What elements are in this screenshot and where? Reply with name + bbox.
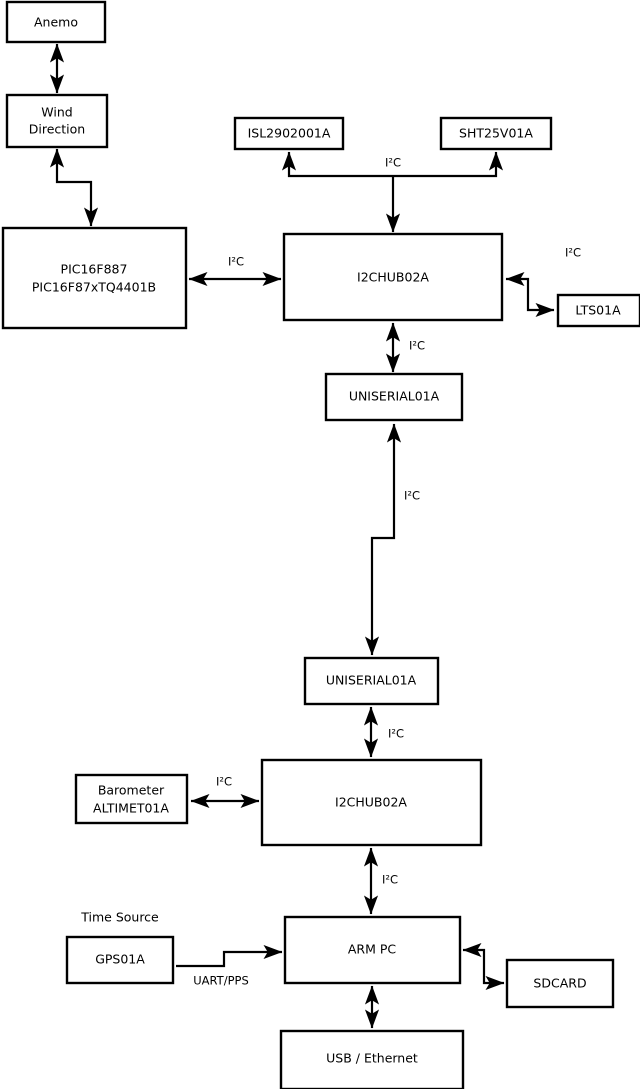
connector-lts-to-hub-top — [505, 271, 530, 293]
node-gps01a[interactable]: GPS01A — [65, 935, 175, 985]
connector-sdcard-to-armpc — [462, 942, 486, 966]
connector-armpc-to-sdcard — [482, 966, 505, 991]
node-label-sht: SHT25V01A — [459, 126, 533, 141]
connections-layer — [49, 43, 555, 1029]
connector-pic-to-wind — [49, 148, 99, 227]
label-i2c-pic-hub: I²C — [228, 255, 244, 269]
node-lts01a[interactable]: LTS01A — [556, 293, 640, 328]
node-label-barometer-line2: ALTIMET01A — [93, 801, 169, 816]
labels-layer: Time Source I²C I²C I²C I²C I²C I²C I²C … — [80, 156, 581, 988]
node-i2chub02a-top[interactable]: I2CHUB02A — [282, 232, 504, 322]
label-i2c-uniserial-hub-bottom: I²C — [388, 727, 404, 741]
label-i2c-barometer: I²C — [216, 775, 232, 789]
node-usb-ethernet[interactable]: USB / Ethernet — [279, 1029, 465, 1089]
node-label-anemo: Anemo — [34, 15, 78, 30]
node-arm-pc[interactable]: ARM PC — [283, 915, 462, 985]
node-label-armpc: ARM PC — [348, 942, 397, 957]
node-label-usb: USB / Ethernet — [326, 1051, 418, 1066]
connector-hub-top-to-sht — [393, 151, 504, 178]
node-isl2902001a[interactable]: ISL2902001A — [233, 116, 345, 151]
node-anemo[interactable]: Anemo — [5, 0, 107, 44]
connector-hub-top-to-isl — [281, 151, 393, 178]
label-i2c-sensor-bus: I²C — [385, 156, 401, 170]
node-barometer-altimet01a[interactable]: Barometer ALTIMET01A — [74, 773, 189, 825]
connector-hub-top-to-lts — [526, 293, 555, 318]
node-label-lts: LTS01A — [575, 303, 621, 318]
node-label-hub-bottom: I2CHUB02A — [335, 795, 407, 810]
node-label-wind-line1: Wind — [41, 105, 72, 120]
node-sdcard[interactable]: SDCARD — [505, 958, 615, 1009]
node-label-isl: ISL2902001A — [248, 126, 331, 141]
node-wind-direction[interactable]: Wind Direction — [5, 93, 109, 149]
label-uart-pps: UART/PPS — [193, 974, 249, 988]
node-label-pic-line2: PIC16F87xTQ4401B — [32, 280, 156, 295]
node-label-gps: GPS01A — [95, 952, 145, 967]
label-time-source: Time Source — [80, 910, 159, 925]
node-label-barometer-line1: Barometer — [98, 783, 165, 798]
node-label-uniserial-upper: UNISERIAL01A — [349, 389, 440, 404]
node-i2chub02a-bottom[interactable]: I2CHUB02A — [260, 758, 483, 847]
node-label-pic-line1: PIC16F887 — [61, 262, 128, 277]
label-i2c-uniserial-link: I²C — [404, 489, 420, 503]
connector-gps-to-armpc — [176, 944, 283, 968]
label-i2c-lts: I²C — [565, 246, 581, 260]
label-i2c-hub-bottom-armpc: I²C — [382, 873, 398, 887]
node-label-uniserial-lower: UNISERIAL01A — [326, 673, 417, 688]
node-uniserial01a-lower[interactable]: UNISERIAL01A — [303, 656, 440, 706]
node-sht25v01a[interactable]: SHT25V01A — [439, 116, 553, 151]
node-pic-mcu[interactable]: PIC16F887 PIC16F87xTQ4401B — [1, 226, 188, 330]
node-label-wind-line2: Direction — [29, 122, 85, 137]
node-label-sdcard: SDCARD — [533, 976, 586, 991]
label-i2c-hub-uniserial: I²C — [409, 339, 425, 353]
node-label-hub-top: I2CHUB02A — [357, 270, 429, 285]
node-uniserial01a-upper[interactable]: UNISERIAL01A — [324, 372, 464, 422]
connector-uniserial-1-to-uniserial-2 — [364, 423, 402, 656]
